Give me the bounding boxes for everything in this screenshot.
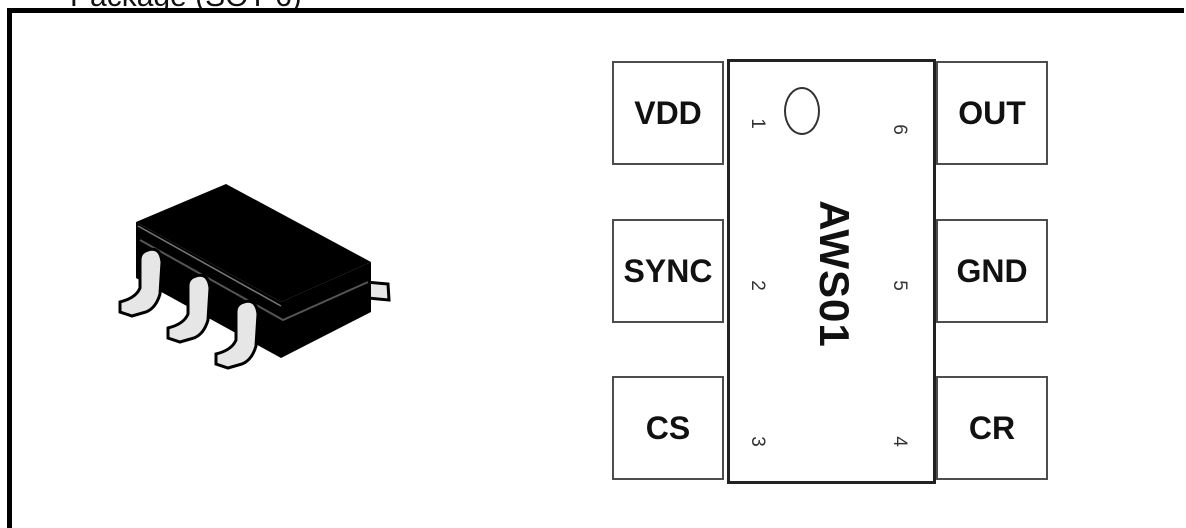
pin-number-1: 1 [746,118,768,129]
pin-number-5: 5 [888,280,910,291]
pin-label-cs: CS [612,376,724,480]
pin-label-sync: SYNC [612,219,724,323]
pin-label-vdd: VDD [612,61,724,165]
pin1-marker-dot [784,87,820,135]
pin-number-6: 6 [888,124,910,135]
section-heading: Package (SOT-6) [70,0,302,12]
package-side [281,262,371,358]
package-illustration [118,184,391,370]
front-leads [118,247,260,370]
pin-label-gnd: GND [936,219,1048,323]
diagram-frame [7,8,1184,528]
chip-body: 1 2 3 6 5 4 AWS01 [727,59,936,484]
chip-marking: AWS01 [811,200,858,348]
pin-number-2: 2 [746,280,768,291]
pin-number-4: 4 [888,436,910,447]
package-top [136,184,371,302]
pin-number-3: 3 [746,436,768,447]
pin-label-cr: CR [936,376,1048,480]
pin-label-out: OUT [936,61,1048,165]
